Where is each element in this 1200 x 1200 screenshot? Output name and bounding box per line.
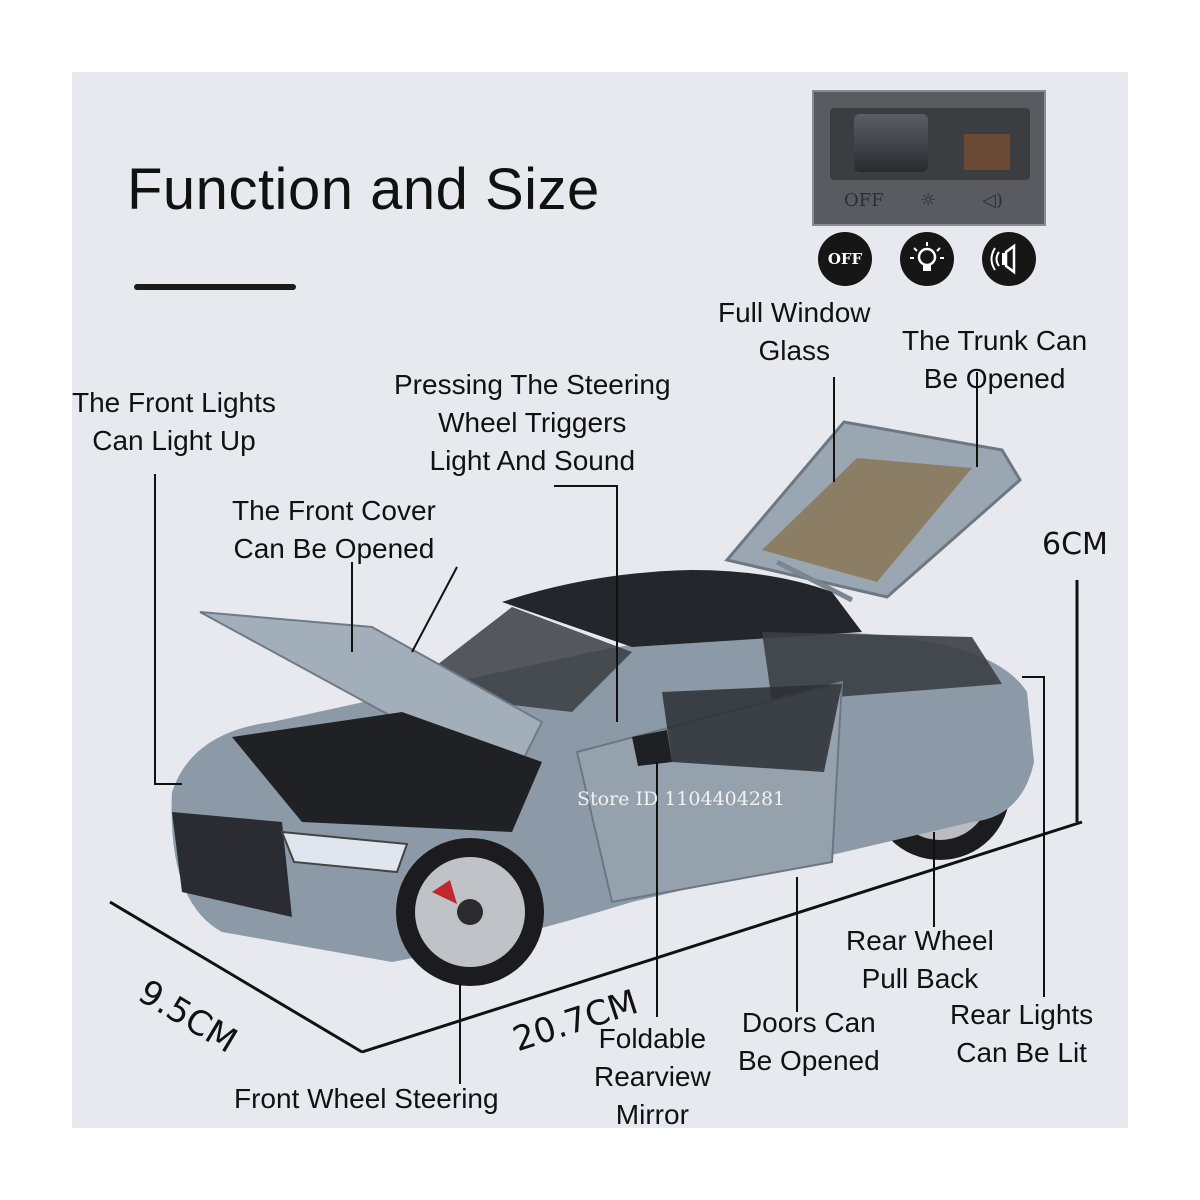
label-line: Light And Sound [429, 445, 636, 476]
label-line: Rear Wheel [846, 925, 994, 956]
switch-label-sound: ◁) [982, 190, 1003, 211]
switch-label-off: OFF [844, 190, 884, 211]
label-mirror: Foldable Rearview Mirror [594, 1020, 711, 1128]
product-panel: Function and Size OFF ☼ ◁) OFF [72, 72, 1128, 1128]
title-underline [134, 284, 296, 290]
label-line: Be Opened [923, 363, 1066, 394]
page-title: Function and Size [127, 157, 600, 222]
label-front-wheel: Front Wheel Steering [234, 1080, 499, 1118]
label-full-window-glass: Full Window Glass [718, 294, 870, 370]
switch-knob [854, 114, 928, 172]
label-line: The Front Lights [72, 387, 276, 418]
label-line: The Front Cover [232, 495, 436, 526]
leader-lines [154, 372, 1045, 1084]
trunk-lid [724, 420, 1022, 603]
switch-photo: OFF ☼ ◁) [812, 90, 1046, 226]
car-body [171, 570, 1035, 962]
label-line: Can Be Opened [233, 533, 435, 564]
off-mode-label: OFF [827, 250, 863, 268]
label-rear-lights: Rear Lights Can Be Lit [950, 996, 1093, 1072]
speaker-glyph [990, 243, 1016, 275]
label-rear-wheel: Rear Wheel Pull Back [846, 922, 994, 998]
label-front-lights: The Front Lights Can Light Up [72, 384, 276, 460]
label-line: Pull Back [861, 963, 979, 994]
dimension-lines [109, 580, 1083, 1054]
label-line: Can Light Up [92, 425, 256, 456]
label-line: Front Wheel Steering [234, 1083, 499, 1114]
label-line: Mirror [615, 1099, 689, 1128]
dimension-height: 6CM [1042, 527, 1108, 562]
label-line: Wheel Triggers [438, 407, 627, 438]
label-steering-wheel: Pressing The Steering Wheel Triggers Lig… [394, 366, 671, 480]
store-watermark: Store ID 1104404281 [577, 788, 786, 810]
switch-label-light: ☼ [920, 190, 937, 211]
label-line: Pressing The Steering [394, 369, 671, 400]
speaker-sound-icon [982, 232, 1036, 286]
light-bulb-icon [900, 232, 954, 286]
label-line: Full Window [718, 297, 871, 328]
label-line: The Trunk Can [902, 325, 1088, 356]
label-line: Doors Can [741, 1007, 876, 1038]
label-line: Can Be Lit [956, 1037, 1087, 1068]
label-line: Rearview [594, 1061, 711, 1092]
label-doors: Doors Can Be Opened [738, 1004, 880, 1080]
light-bulb-glyph [910, 242, 944, 271]
label-line: Glass [758, 335, 831, 366]
label-trunk: The Trunk Can Be Opened [902, 322, 1087, 398]
switch-slot [964, 134, 1010, 170]
front-wheel [396, 838, 544, 986]
label-front-cover: The Front Cover Can Be Opened [232, 492, 436, 568]
label-line: Foldable [598, 1023, 707, 1054]
off-mode-icon: OFF [818, 232, 872, 286]
car-scene [109, 372, 1083, 1084]
label-line: Be Opened [738, 1045, 880, 1076]
label-line: Rear Lights [950, 999, 1094, 1030]
